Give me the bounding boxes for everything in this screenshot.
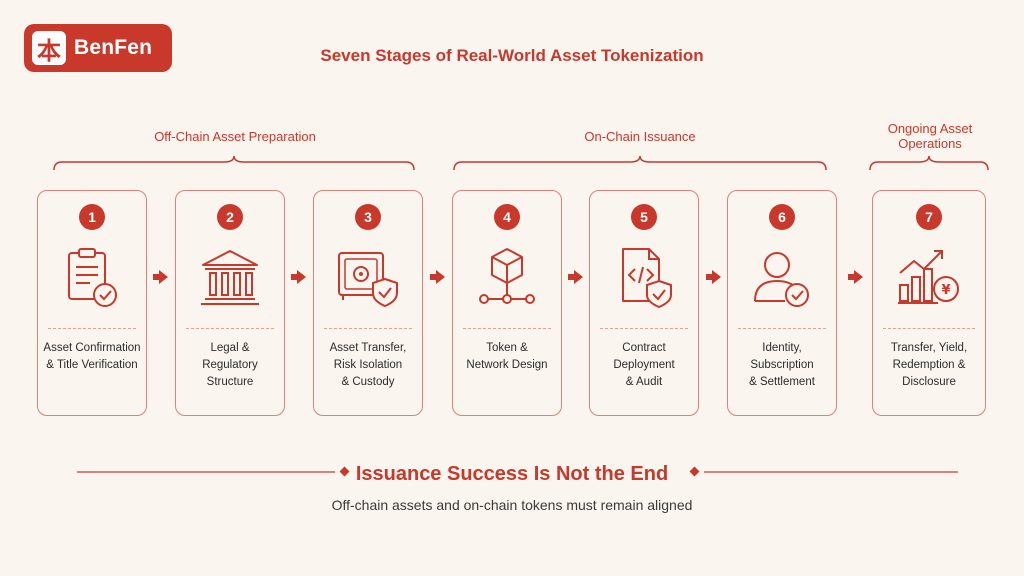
group-label-on-chain: On-Chain Issuance bbox=[584, 129, 696, 144]
arrow-right-icon bbox=[430, 270, 445, 284]
step-label: Identity, Subscription & Settlement bbox=[749, 342, 815, 388]
step-number: 5 bbox=[631, 204, 657, 230]
divider bbox=[48, 328, 136, 329]
step-label: Legal & Regulatory Structure bbox=[202, 342, 258, 388]
step-label: Token & Network Design bbox=[466, 342, 548, 371]
logo-text: BenFen bbox=[74, 36, 153, 59]
step-card-1: 1 Asset Confirmation & Title Verificatio… bbox=[37, 190, 147, 416]
group-label-ongoing: Ongoing Asset Operations bbox=[887, 121, 973, 151]
step-label: Asset Transfer, Risk Isolation & Custody bbox=[329, 342, 407, 388]
divider bbox=[883, 328, 975, 329]
step-number: 1 bbox=[79, 204, 105, 230]
logo-mark: 本 bbox=[32, 31, 66, 65]
group-label-off-chain: Off-Chain Asset Preparation bbox=[154, 129, 316, 144]
brand-logo: 本 BenFen bbox=[24, 24, 172, 72]
courthouse-icon bbox=[201, 250, 259, 305]
arrow-right-icon bbox=[568, 270, 583, 284]
step-card-7: 7 ¥ Transfer, Yield, Redemption & Disclo… bbox=[872, 190, 986, 416]
clipboard-check-icon bbox=[68, 248, 117, 307]
step-number: 4 bbox=[494, 204, 520, 230]
on-chain-brace bbox=[453, 155, 827, 171]
safe-shield-icon bbox=[338, 252, 398, 308]
footer-title: Issuance Success Is Not the End bbox=[355, 463, 669, 485]
divider bbox=[600, 328, 688, 329]
step-number: 3 bbox=[355, 204, 381, 230]
user-check-icon bbox=[754, 252, 809, 307]
step-card-2: 2 Legal & Regulatory Structure bbox=[175, 190, 285, 416]
divider bbox=[186, 328, 274, 329]
page-title: Seven Stages of Real-World Asset Tokeniz… bbox=[320, 46, 704, 65]
arrow-right-icon bbox=[706, 270, 721, 284]
footer-rule-right bbox=[704, 471, 958, 473]
step-card-3: 3 Asset Transfer, Risk Isolation & Custo… bbox=[313, 190, 423, 416]
divider bbox=[738, 328, 826, 329]
off-chain-brace bbox=[53, 155, 415, 171]
step-label: Transfer, Yield, Redemption & Disclosure bbox=[890, 342, 968, 388]
step-number: 7 bbox=[916, 204, 942, 230]
divider bbox=[463, 328, 551, 329]
cube-network-icon bbox=[479, 248, 535, 304]
arrow-right-icon bbox=[153, 270, 168, 284]
step-card-6: 6 Identity, Subscription & Settlement bbox=[727, 190, 837, 416]
growth-chart-yen-icon: ¥ bbox=[898, 250, 959, 304]
arrow-right-icon bbox=[848, 270, 863, 284]
svg-text:¥: ¥ bbox=[941, 283, 950, 298]
step-number: 2 bbox=[217, 204, 243, 230]
divider bbox=[324, 328, 412, 329]
step-card-5: 5 Contract Deployment & Audit bbox=[589, 190, 699, 416]
step-label: Contract Deployment & Audit bbox=[613, 342, 675, 388]
code-document-shield-icon bbox=[622, 248, 672, 309]
step-label: Asset Confirmation & Title Verification bbox=[43, 342, 141, 371]
footer-subtitle: Off-chain assets and on-chain tokens mus… bbox=[331, 497, 693, 513]
step-number: 6 bbox=[769, 204, 795, 230]
ongoing-brace bbox=[869, 155, 989, 171]
step-card-4: 4 Token & Network Design bbox=[452, 190, 562, 416]
footer-rule-left bbox=[77, 471, 335, 473]
arrow-right-icon bbox=[291, 270, 306, 284]
